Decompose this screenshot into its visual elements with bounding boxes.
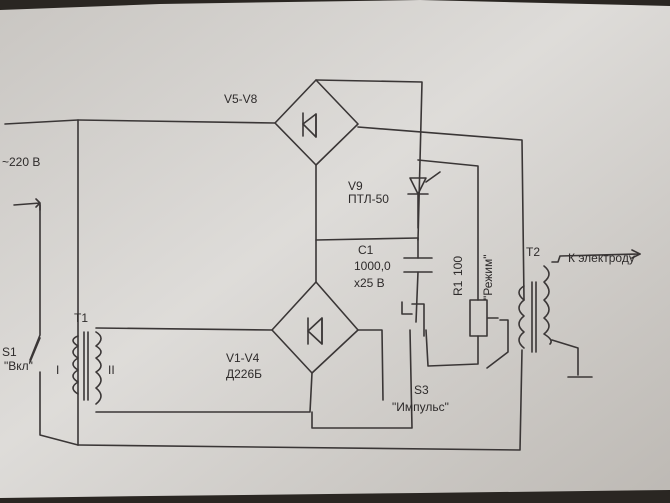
c1-value-label: 1000,0 — [354, 259, 391, 273]
t2-out-arrow — [631, 249, 641, 259]
right-top-wire — [357, 126, 525, 301]
bridge-v1-v4 — [271, 281, 359, 374]
v1-v4-label: V1-V4 — [226, 351, 260, 365]
s3-name-label: "Импульс" — [392, 400, 449, 414]
v5-v8-label: V5-V8 — [224, 92, 258, 106]
potentiometer-r1 — [469, 299, 499, 337]
bridge-v5-v8 — [274, 79, 359, 166]
switch-s1 — [29, 337, 41, 363]
t1-secondary-top — [95, 327, 273, 331]
bottom-return — [311, 329, 413, 429]
t1-secondary-bottom — [95, 372, 313, 413]
top-frame — [315, 79, 423, 241]
t2-out-top — [551, 253, 641, 263]
r1-label: R1 — [451, 280, 465, 296]
c1-lead-bottom — [415, 271, 419, 323]
schematic-wiring — [4, 79, 641, 451]
switch-s3 — [401, 301, 425, 337]
transformer-t2 — [518, 265, 552, 353]
r1-value-label: 100 — [451, 256, 465, 276]
v9-label: V9 — [348, 179, 363, 193]
c1-voltage-label: x25 В — [354, 276, 385, 290]
thyristor-v9 — [407, 171, 441, 229]
s1-line — [29, 204, 79, 446]
r1-wiper — [486, 319, 509, 369]
c1-label: C1 — [358, 243, 374, 257]
line-to-bridge1 — [77, 119, 276, 124]
bridge2-right-lead — [357, 329, 384, 401]
mains-label: ~220 В — [2, 155, 40, 169]
v1-v4-type-label: Д226Б — [226, 367, 262, 381]
v9-lead — [417, 159, 479, 301]
v9-type-label: ПТЛ-50 — [348, 192, 389, 206]
t2-label: T2 — [526, 245, 540, 259]
winding-2-label: II — [108, 363, 115, 377]
t2-out-bottom — [551, 339, 579, 376]
electrode-label: К электроду — [568, 251, 635, 265]
bottom-bus — [77, 349, 523, 451]
t1-label: T1 — [74, 311, 88, 325]
r1-name-label: "Режим" — [481, 254, 495, 300]
s1-name-label: "Вкл" — [4, 359, 33, 373]
r1-lead — [425, 329, 479, 367]
winding-1-label: I — [56, 363, 59, 377]
s1-label: S1 — [2, 345, 17, 359]
rail-horizontal — [315, 237, 419, 241]
mains-lead-top — [4, 119, 79, 125]
s3-label: S3 — [414, 383, 429, 397]
transformer-t1 — [72, 331, 102, 405]
capacitor-c1 — [403, 257, 433, 273]
